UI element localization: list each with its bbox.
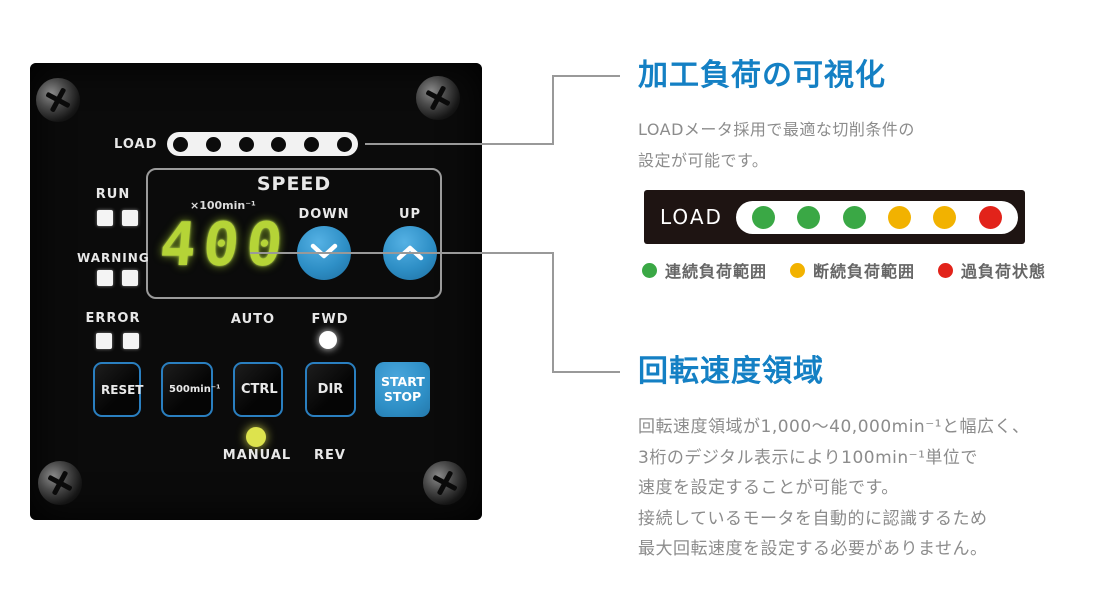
load-led-dot <box>336 136 352 152</box>
screw-icon <box>38 461 82 505</box>
meter-led <box>933 205 957 229</box>
load-led-dot <box>271 136 287 152</box>
legend-label: 断続負荷範囲 <box>813 262 916 281</box>
fwd-led <box>319 331 337 349</box>
screw-icon <box>423 461 467 505</box>
error-label: ERROR <box>85 311 141 326</box>
callout-line-load <box>365 143 553 145</box>
legend-item: 過負荷状態 <box>938 258 1046 282</box>
callout-line-load <box>554 75 620 77</box>
legend-label: 過負荷状態 <box>961 262 1047 281</box>
up-label: UP <box>398 207 422 222</box>
run-led <box>122 210 138 226</box>
speed-range-description-line: 最大回転速度を設定する必要がありません。 <box>638 539 988 559</box>
legend-dot-red <box>938 262 954 278</box>
speed-range-description: 回転速度領域が1,000〜40,000min⁻¹と幅広く、 3桁のデジタル表示に… <box>638 412 1030 565</box>
meter-load-label: LOAD <box>660 205 723 229</box>
legend-item: 断続負荷範囲 <box>790 258 915 282</box>
error-led <box>96 333 112 349</box>
preset-speed-button[interactable]: 500min⁻¹ <box>161 362 221 417</box>
callout-line-speed <box>250 252 552 254</box>
panel-load-label: LOAD <box>114 137 158 152</box>
load-led-dot <box>304 136 320 152</box>
speed-unit-label: ×100min⁻¹ <box>190 199 256 212</box>
fwd-label: FWD <box>311 312 349 327</box>
meter-led <box>797 205 821 229</box>
legend-label: 連続負荷範囲 <box>665 262 768 281</box>
section-title-load: 加工負荷の可視化 <box>638 58 886 93</box>
meter-led <box>752 205 776 229</box>
run-led <box>97 210 113 226</box>
load-legend: 連続負荷範囲 断続負荷範囲 過負荷状態 <box>642 258 1046 282</box>
warning-led <box>122 270 138 286</box>
callout-line-speed <box>554 371 620 373</box>
dir-button[interactable]: DIR <box>305 362 356 417</box>
legend-dot-green <box>642 262 657 278</box>
meter-led <box>978 205 1002 229</box>
run-label: RUN <box>95 187 131 202</box>
manual-led <box>246 427 266 447</box>
warning-led <box>97 270 113 286</box>
speed-display-bezel: SPEED ×100min⁻¹ 400 DOWN UP <box>146 168 442 299</box>
manual-label: MANUAL <box>222 448 292 463</box>
meter-led <box>842 205 866 229</box>
panel-load-led-strip <box>167 132 358 156</box>
legend-item: 連続負荷範囲 <box>642 258 767 282</box>
warning-label: WARNING <box>77 251 150 265</box>
load-led-dot <box>238 136 254 152</box>
chevron-down-icon <box>308 243 340 264</box>
reset-button[interactable]: RESET <box>93 362 143 417</box>
speed-title: SPEED <box>256 173 332 195</box>
meter-led-strip <box>735 200 1018 234</box>
callout-line-speed <box>552 252 554 373</box>
rev-label: REV <box>314 448 346 463</box>
section-title-speed-range: 回転速度領域 <box>638 354 824 389</box>
load-led-dot <box>205 136 221 152</box>
down-label: DOWN <box>298 207 350 222</box>
start-stop-button[interactable]: START STOP <box>375 362 430 417</box>
auto-label: AUTO <box>230 312 276 327</box>
error-led <box>123 333 139 349</box>
speed-range-description-line: 3桁のデジタル表示により100min⁻¹単位で <box>638 447 978 468</box>
screw-icon <box>416 76 460 120</box>
speed-range-description-line: 接続しているモータを自動的に認識するため <box>638 508 988 529</box>
load-meter-graphic: LOAD <box>644 190 1025 244</box>
speed-range-description-line: 速度を設定することが可能です。 <box>638 478 899 498</box>
ctrl-button[interactable]: CTRL <box>233 362 283 417</box>
start-stop-label-line1: START <box>381 374 425 390</box>
screw-icon <box>36 78 80 122</box>
load-led-dot <box>173 136 188 152</box>
callout-line-load <box>552 75 554 145</box>
chevron-up-icon <box>394 243 426 264</box>
load-description-line: LOADメータ採用で最適な切削条件の <box>638 120 915 139</box>
load-description: LOADメータ採用で最適な切削条件の 設定が可能です。 <box>638 114 915 176</box>
control-panel: LOAD SPEED ×100min⁻¹ 400 DOWN UP RUN WAR… <box>30 63 482 520</box>
legend-dot-yellow <box>790 262 806 278</box>
speed-value: 400 <box>156 210 293 280</box>
load-description-line: 設定が可能です。 <box>638 151 769 170</box>
start-stop-label-line2: STOP <box>383 388 422 404</box>
speed-range-description-line: 回転速度領域が1,000〜40,000min⁻¹と幅広く、 <box>638 417 1030 437</box>
meter-led <box>888 205 912 229</box>
